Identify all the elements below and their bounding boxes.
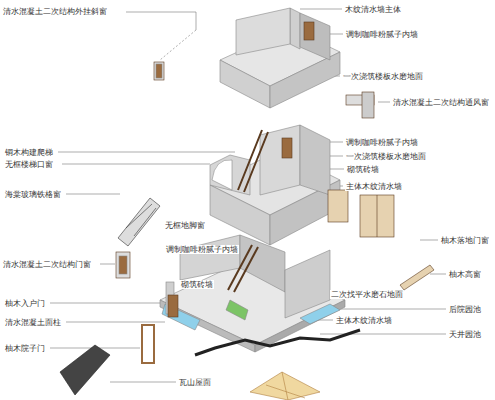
callout-label: 调制咖啡粉腻子内墙 [345,138,419,147]
callout-label: 清水混凝土二次结构外挂斜窗 [2,7,108,16]
callout-label: 一次浇筑楼板水磨地面 [345,152,427,161]
callout-label: 砌筑砖墙 [180,280,214,289]
callout-label: 天井园池 [448,330,482,339]
callout-label: 清水混凝土二次结构通风窗 [392,98,490,107]
callout-label: 木纹清水墙主体 [344,5,402,14]
callout-label: 瓦山屋面 [178,378,212,387]
callout-label: 清水混凝土二次结构门窗 [2,260,92,269]
callout-label: 柚木高窗 [448,270,482,279]
callout-label: 柚木院子门 [4,344,46,353]
callout-label: 主体木纹清水墙 [345,182,403,191]
callout-label: 柚木落地门窗 [440,236,490,245]
callout-label: 无框楼梯口窗 [4,160,54,169]
callout-label: 铜木构建爬梯 [4,148,54,157]
callout-label: 砌筑砖墙 [346,165,380,174]
callout-label: 调制咖啡粉腻子内墙 [165,245,239,254]
callout-label: 调制咖啡粉腻子内墙 [345,30,419,39]
callout-label: 后院园池 [448,305,482,314]
callout-label: 无框地脚窗 [164,221,206,230]
callout-label: 清水混凝土面柱 [4,318,62,327]
callout-label: 柚木入户门 [4,299,46,308]
roof [60,330,360,400]
callout-label: 海棠玻璃铁格窗 [4,190,62,199]
leader-lines [50,9,446,382]
upper-floor [154,8,374,118]
callout-label: 主体木纹清水墙 [335,316,393,325]
callout-label: 二次找平水磨石地面 [330,290,404,299]
callout-label: 一次浇筑楼板水磨地面 [342,72,424,81]
